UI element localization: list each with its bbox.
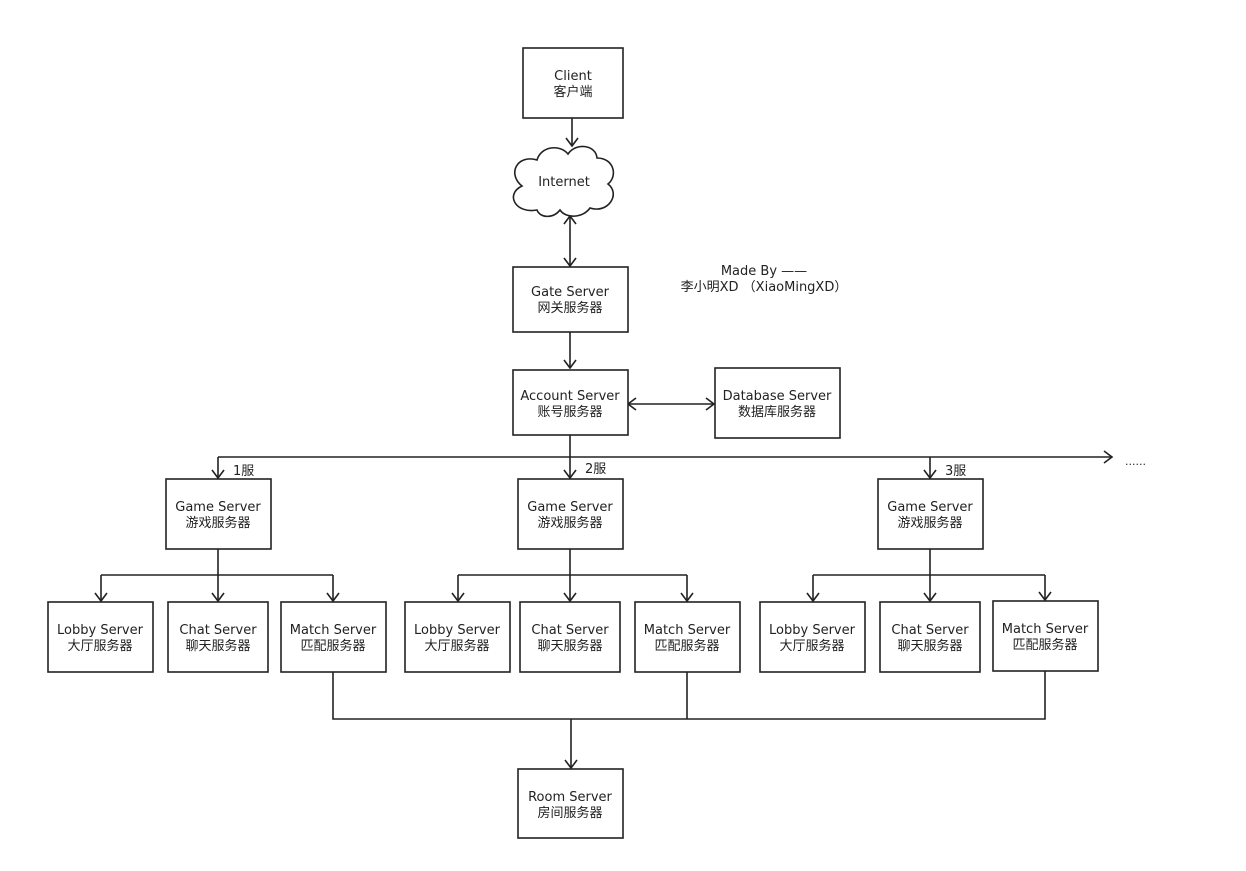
branch-label-2: 2服	[585, 462, 606, 477]
game-server-2-subtitle: 游戏服务器	[537, 515, 602, 531]
client-box	[522, 47, 624, 119]
chat-server-2-subtitle: 聊天服务器	[537, 638, 602, 654]
match-server-2-subtitle: 匹配服务器	[654, 638, 719, 654]
game-server-3-box	[877, 478, 984, 550]
client-subtitle: 客户端	[553, 84, 592, 100]
room-server-subtitle: 房间服务器	[537, 805, 602, 821]
node-boxes	[47, 47, 1099, 839]
arrowhead	[923, 469, 937, 480]
arrowhead	[563, 359, 577, 370]
arrowhead	[451, 592, 694, 603]
arrowhead	[565, 137, 579, 148]
match-server-3-subtitle: 匹配服务器	[1012, 637, 1077, 653]
match-server-3-box	[992, 600, 1099, 672]
edge-match-room	[332, 671, 1046, 768]
database-server-subtitle: 数据库服务器	[738, 404, 816, 420]
lobby-server-1-title: Lobby Server	[57, 623, 144, 638]
match-server-1-title: Match Server	[290, 623, 377, 638]
branch-label-1: 1服	[233, 464, 254, 479]
match-server-2-box	[634, 601, 741, 673]
edge-game2-children	[457, 549, 688, 601]
database-server-box	[714, 367, 841, 439]
game-server-1-box	[165, 478, 272, 550]
match-server-1-subtitle: 匹配服务器	[300, 638, 365, 654]
chat-server-3-subtitle: 聊天服务器	[897, 638, 962, 654]
edge-game3-children	[812, 549, 1046, 601]
match-server-3-title: Match Server	[1002, 622, 1089, 637]
internet-cloud	[512, 145, 615, 218]
lobby-server-3-box	[759, 601, 866, 673]
internet-label: Internet	[538, 175, 590, 190]
credit-line-1: Made By ——	[721, 264, 807, 279]
chat-server-1-title: Chat Server	[179, 623, 257, 638]
arrowhead	[564, 759, 578, 770]
chat-server-3-box	[879, 601, 981, 673]
credit-line-2: 李小明XD （XiaoMingXD）	[681, 280, 848, 295]
game-server-1-subtitle: 游戏服务器	[185, 515, 250, 531]
arrowhead	[563, 257, 577, 268]
branch-label-more: ......	[1125, 455, 1146, 468]
game-server-2-title: Game Server	[527, 500, 613, 515]
arrowhead	[806, 591, 1052, 603]
lobby-server-3-subtitle: 大厅服务器	[779, 638, 844, 654]
arrowhead	[563, 469, 577, 480]
arrowhead	[1103, 450, 1114, 464]
lobby-server-2-box	[404, 601, 511, 673]
game-server-2-box	[517, 478, 624, 550]
gate-server-subtitle: 网关服务器	[537, 300, 602, 316]
match-server-2-title: Match Server	[644, 623, 731, 638]
chat-server-1-subtitle: 聊天服务器	[185, 638, 250, 654]
room-server-box	[517, 768, 624, 839]
account-server-box	[512, 369, 629, 436]
client-title: Client	[554, 69, 592, 84]
game-server-3-title: Game Server	[887, 500, 973, 515]
lobby-server-3-title: Lobby Server	[769, 623, 856, 638]
arrowhead	[705, 397, 716, 411]
arrowhead	[94, 592, 340, 603]
database-server-title: Database Server	[723, 389, 832, 404]
chat-server-2-title: Chat Server	[531, 623, 609, 638]
lobby-server-2-subtitle: 大厅服务器	[424, 638, 489, 654]
lobby-server-1-subtitle: 大厅服务器	[67, 638, 132, 654]
game-server-1-title: Game Server	[175, 500, 261, 515]
match-server-1-box	[280, 601, 387, 673]
game-server-3-subtitle: 游戏服务器	[897, 515, 962, 531]
gate-server-title: Gate Server	[531, 285, 610, 300]
account-server-title: Account Server	[520, 389, 620, 404]
gate-server-box	[512, 266, 629, 333]
chat-server-3-title: Chat Server	[891, 623, 969, 638]
lobby-server-2-title: Lobby Server	[414, 623, 501, 638]
lobby-server-1-box	[47, 601, 154, 673]
room-server-title: Room Server	[528, 790, 612, 805]
connectors	[94, 118, 1114, 770]
edge-game1-children	[100, 549, 334, 601]
account-server-subtitle: 账号服务器	[537, 404, 602, 420]
chat-server-1-box	[167, 601, 269, 673]
branch-label-3: 3服	[945, 464, 966, 479]
chat-server-2-box	[519, 601, 621, 673]
arrowhead	[211, 469, 225, 480]
